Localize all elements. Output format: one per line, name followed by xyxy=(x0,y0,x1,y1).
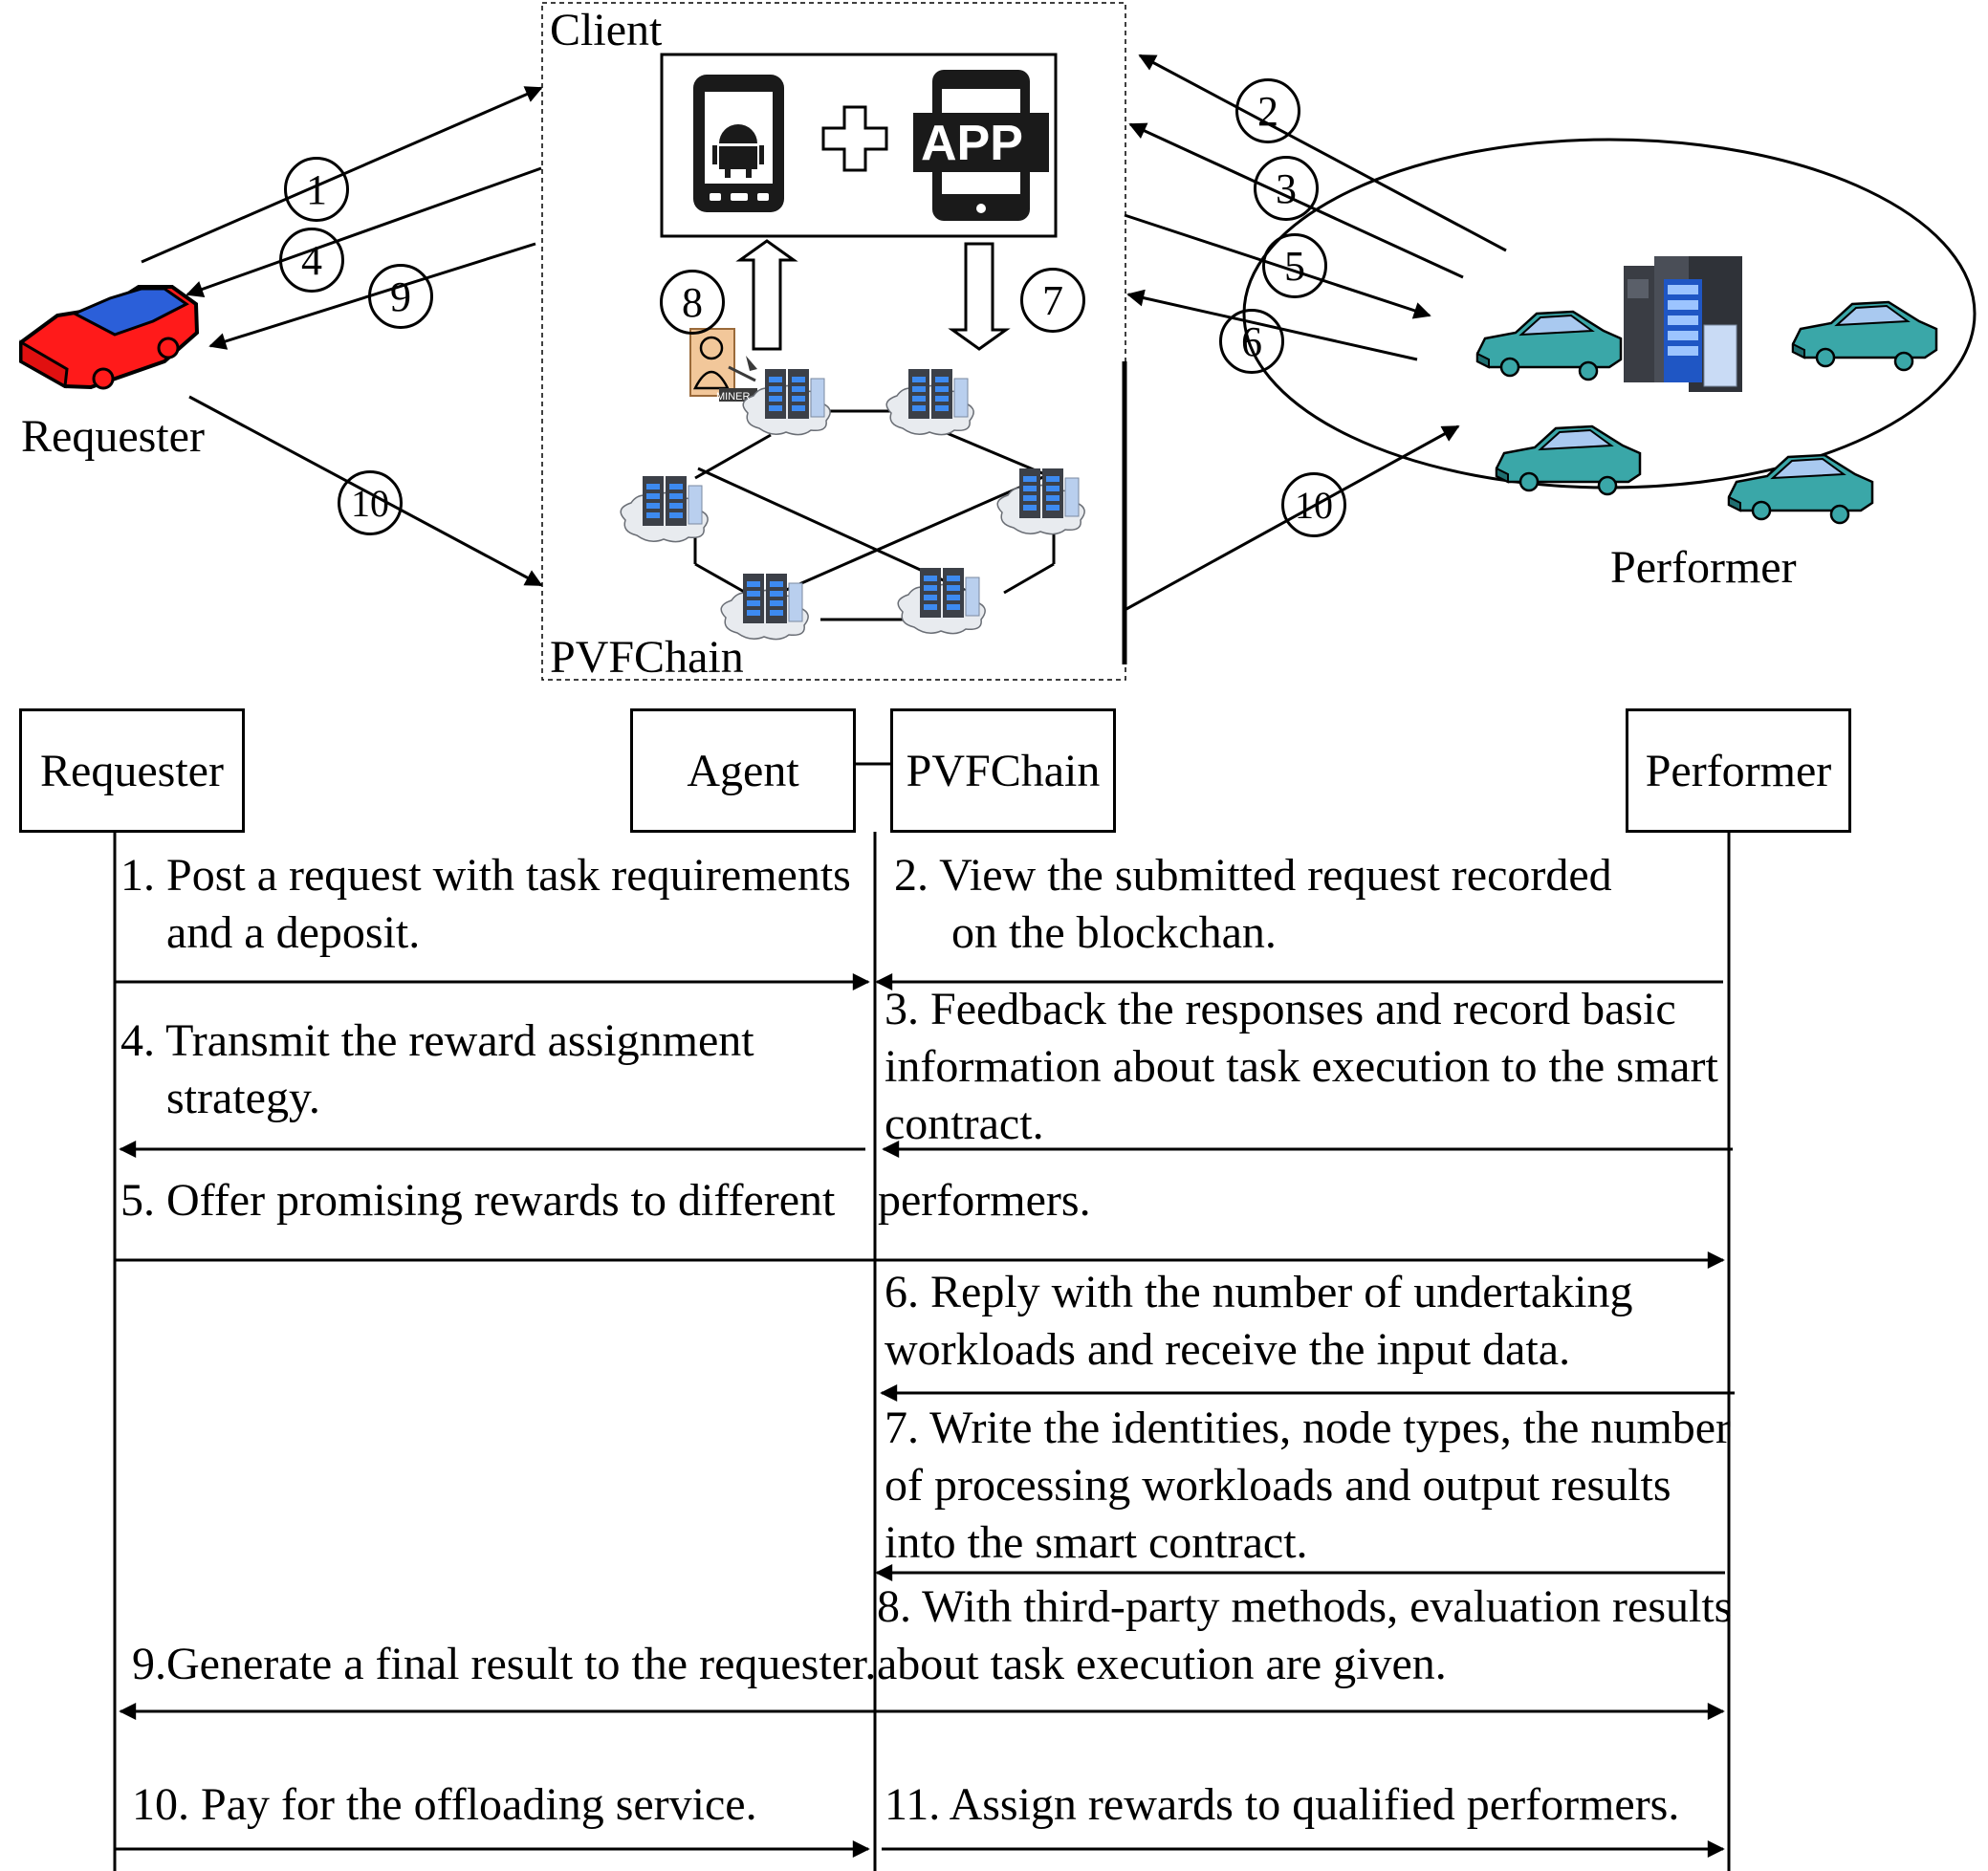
step-circle-2: 2 xyxy=(1235,78,1300,143)
step-circle-7: 7 xyxy=(1020,268,1085,333)
lane-pvfchain: PVFChain xyxy=(890,708,1116,833)
step-5-text: 5. Offer promising rewards to different xyxy=(120,1175,836,1226)
blockchain-node-icon xyxy=(620,475,709,543)
step-circle-6: 6 xyxy=(1219,309,1284,374)
step-5-text-cont: performers. xyxy=(878,1175,1091,1226)
step-circle-1: 1 xyxy=(284,157,349,222)
step-11-text: 11. Assign rewards to qualified performe… xyxy=(885,1779,1680,1830)
miner-text: MINER xyxy=(716,391,751,402)
lane-requester: Requester xyxy=(19,708,245,833)
android-phone-icon xyxy=(693,75,784,212)
step-circle-4: 4 xyxy=(279,228,344,293)
step-9-text: 9.Generate a final result to the request… xyxy=(132,1639,877,1689)
app-tablet-icon xyxy=(913,70,1049,221)
app-text: APP xyxy=(921,116,1023,171)
step-1-text: 1. Post a request with task requirements… xyxy=(120,850,851,958)
step-circle-10-right: 10 xyxy=(1281,472,1346,537)
step-circle-10-left: 10 xyxy=(338,470,403,535)
step-circle-9: 9 xyxy=(368,264,433,329)
client-label: Client xyxy=(550,5,663,55)
step-4-text: 4. Transmit the reward assignment strate… xyxy=(120,1015,754,1123)
lifelines xyxy=(113,762,1731,1871)
step-6-text: 6. Reply with the number of undertaking … xyxy=(885,1267,1633,1375)
hollow-arrow-up xyxy=(735,239,798,351)
step-8-text: 8. With third-party methods, evaluation … xyxy=(877,1581,1733,1689)
step-2-text: 2. View the submitted request recorded o… xyxy=(894,850,1612,958)
step-7-text: 7. Write the identities, node types, the… xyxy=(885,1403,1731,1568)
pvfchain-label: PVFChain xyxy=(550,632,744,683)
step-10-text: 10. Pay for the offloading service. xyxy=(132,1779,757,1830)
lane-agent: Agent xyxy=(630,708,856,833)
step-3-text: 3. Feedback the responses and record bas… xyxy=(885,984,1718,1149)
step-circle-5: 5 xyxy=(1262,233,1327,298)
blockchain-node-icon xyxy=(720,573,809,641)
blockchain-node-icon xyxy=(742,368,831,436)
miner-icon xyxy=(689,328,757,402)
requester-car-icon xyxy=(19,285,200,390)
plus-icon xyxy=(821,105,888,172)
performer-server-icon xyxy=(1624,256,1742,392)
step-circle-3: 3 xyxy=(1254,156,1319,221)
blockchain-node-icon xyxy=(885,368,974,436)
lane-performer: Performer xyxy=(1626,708,1851,833)
blockchain-node-icon xyxy=(897,567,986,635)
requester-label: Requester xyxy=(21,411,205,462)
step-circle-8: 8 xyxy=(660,270,725,335)
client-chain-container xyxy=(541,2,1126,681)
message-arrows xyxy=(115,973,1735,1858)
performer-label: Performer xyxy=(1610,542,1797,593)
hollow-arrow-down xyxy=(948,242,1011,351)
